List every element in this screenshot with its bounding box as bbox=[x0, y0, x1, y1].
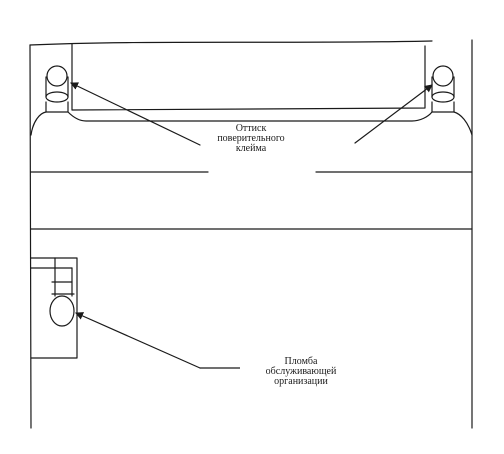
imprint-label-line-3: клейма bbox=[235, 143, 267, 154]
right-fastener bbox=[431, 65, 455, 113]
imprint-label-line-1: Оттиск bbox=[235, 123, 267, 134]
seal-block bbox=[30, 257, 78, 359]
leader-right-fastener bbox=[354, 84, 433, 144]
housing-top-edge bbox=[29, 40, 433, 46]
seal-label-line-1: Пломба bbox=[284, 356, 318, 367]
seal-icon bbox=[49, 295, 75, 327]
leader-seal-diagonal bbox=[75, 312, 201, 369]
shoulder-contour bbox=[30, 111, 473, 136]
leader-left-fastener bbox=[70, 82, 201, 146]
left-screw-collar bbox=[45, 91, 69, 103]
imprint-label: Оттиск поверительного клейма bbox=[208, 124, 294, 154]
left-screw-head bbox=[46, 65, 68, 87]
right-screw-head bbox=[432, 65, 454, 87]
right-screw-collar bbox=[431, 91, 455, 103]
seal-label-line-3: организации bbox=[274, 376, 328, 387]
imprint-label-line-2: поверительного bbox=[217, 133, 285, 144]
seal-label: Пломба обслуживающей организации bbox=[240, 357, 362, 387]
housing-left-wall bbox=[29, 44, 32, 429]
cover-plate bbox=[71, 43, 426, 111]
seal-label-line-2: обслуживающей bbox=[265, 366, 337, 377]
left-fastener bbox=[45, 65, 69, 113]
